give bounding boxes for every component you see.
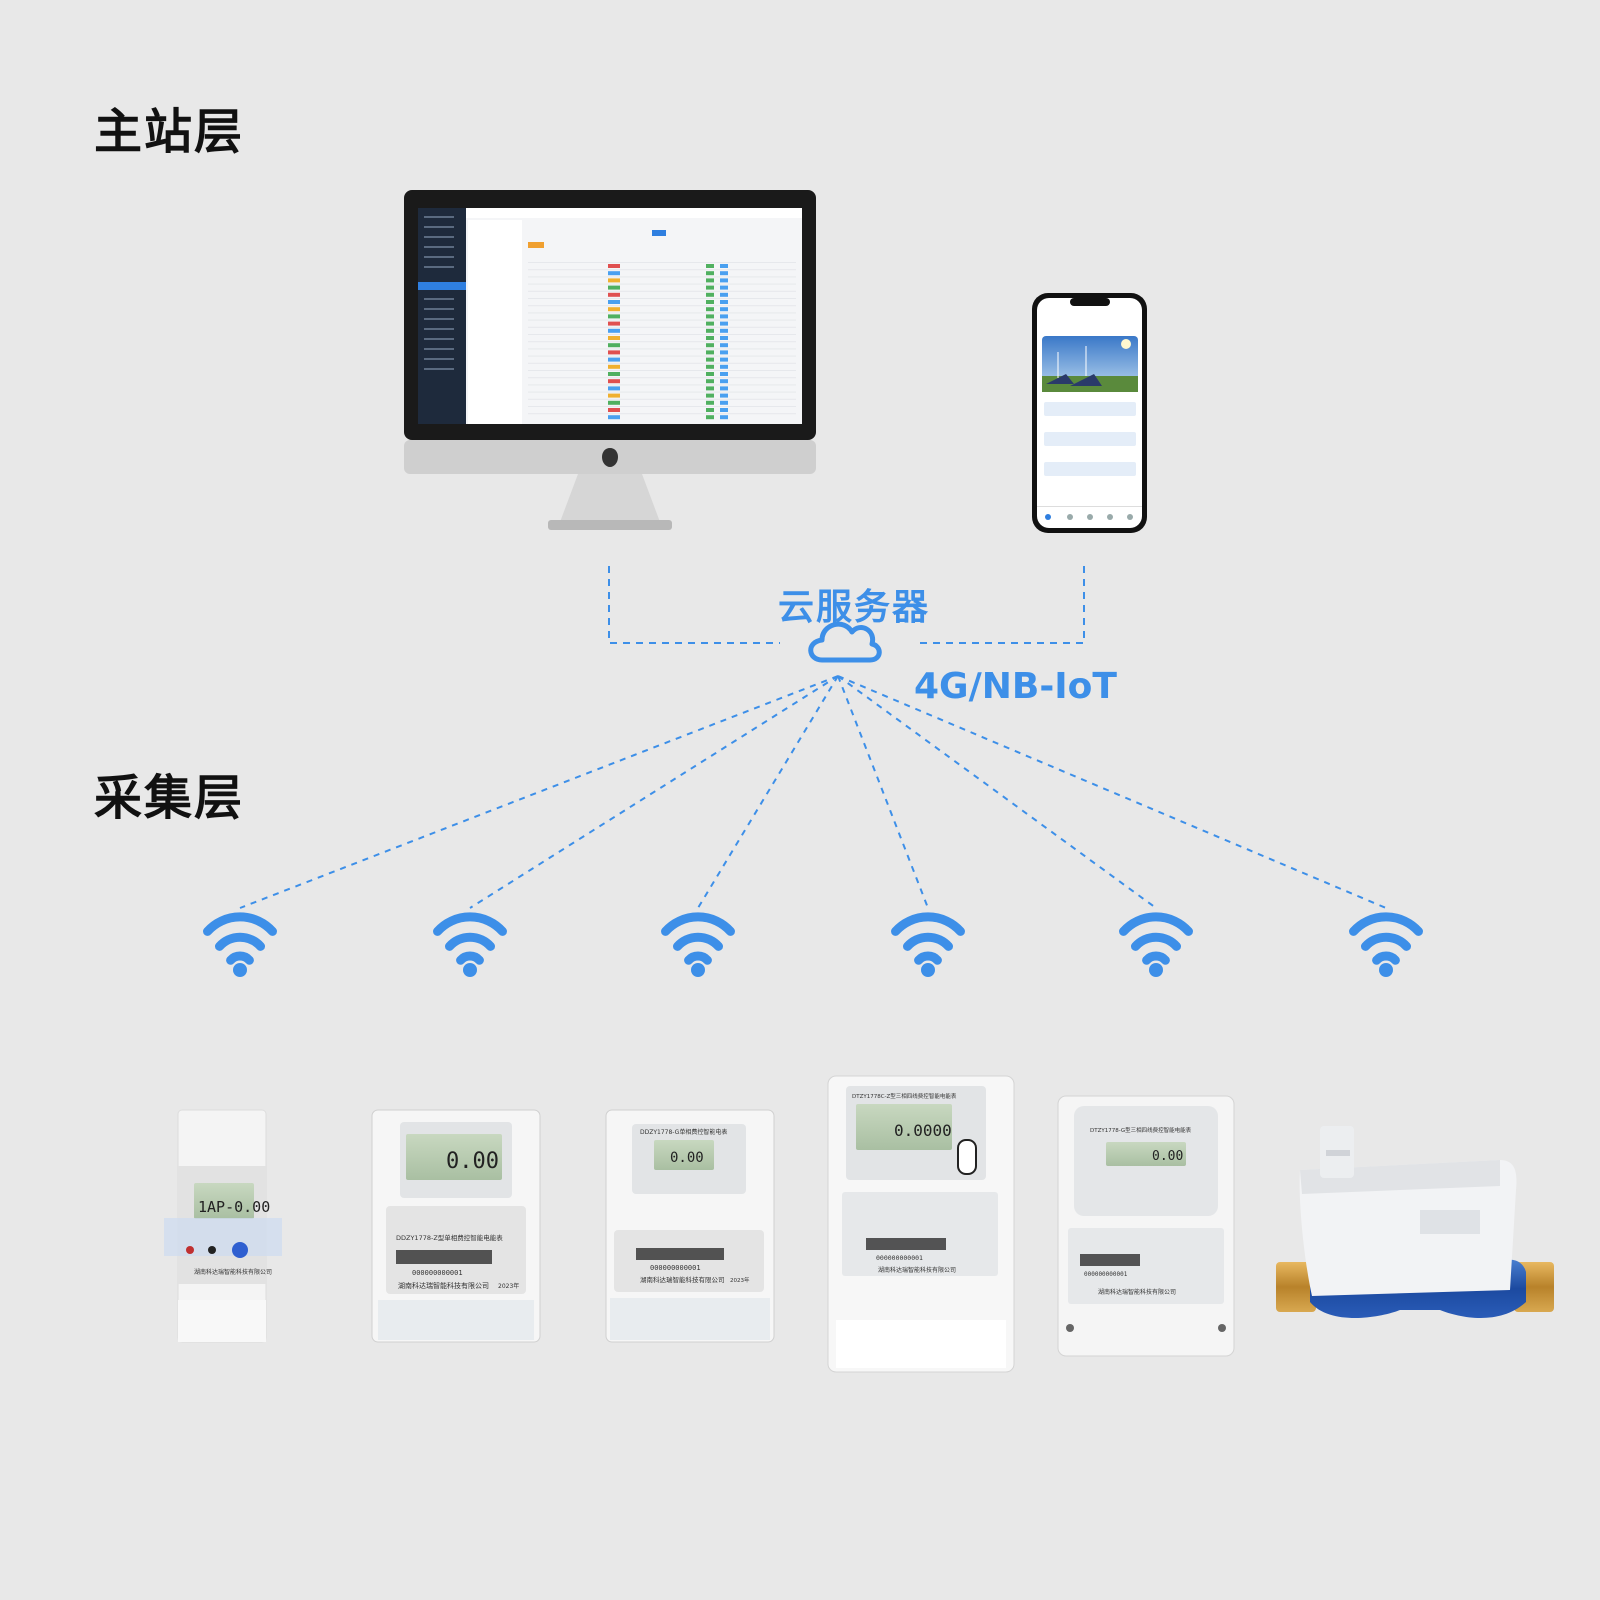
three-meter-1-brand: 湖南科达瑞智能科技有限公司	[878, 1266, 956, 1274]
single-meter-2-serial: 000000000001	[650, 1264, 701, 1272]
network-link	[837, 675, 1387, 909]
master-connector	[608, 566, 1085, 644]
network-link	[837, 675, 929, 909]
network-link	[837, 675, 1157, 909]
single-meter-2-model: DDZY1778-G单相费控智能电表	[640, 1128, 727, 1136]
wifi-icon	[203, 912, 277, 977]
smartphone-icon	[1032, 293, 1147, 533]
single-meter-1-year: 2023年	[498, 1282, 519, 1290]
three-meter-2-display: 0.00	[1152, 1149, 1183, 1164]
water-meter-icon	[1276, 1126, 1554, 1318]
three-meter-1-model: DTZY1778C-Z型三相四线费控智能电能表	[852, 1092, 957, 1100]
master-layer-title: 主站层	[94, 104, 245, 160]
single-meter-1-model: DDZY1778-Z型单相费控智能电能表	[396, 1233, 503, 1242]
network-link	[239, 675, 839, 909]
single-meter-1-display: 0.00	[446, 1149, 499, 1174]
network-label: 4G/NB-IoT	[914, 666, 1117, 707]
wifi-icon	[1119, 912, 1193, 977]
network-link	[697, 675, 839, 909]
single-phase-meter-icon: 0.00 DDZY1778-Z型单相费控智能电能表 000000000001 湖…	[371, 1109, 541, 1343]
wifi-icon	[891, 912, 965, 977]
single-meter-2-brand: 湖南科达瑞智能科技有限公司	[640, 1275, 725, 1284]
three-meter-2-serial: 000000000001	[1084, 1271, 1128, 1278]
three-phase-meter-icon: DTZY1778-G型三相四线费控智能电能表 0.00 000000000001…	[1057, 1095, 1235, 1357]
collect-layer-title: 采集层	[94, 770, 245, 826]
cloud-icon	[808, 621, 882, 663]
cloud-server-label: 云服务器	[778, 587, 931, 628]
din-meter-brand: 湖南科达瑞智能科技有限公司	[194, 1268, 272, 1276]
single-meter-2-display: 0.00	[670, 1150, 704, 1166]
wifi-icon	[661, 912, 735, 977]
din-meter-display: 1AP-0.00	[198, 1198, 270, 1216]
wifi-icon	[433, 912, 507, 977]
wifi-icon	[1349, 912, 1423, 977]
single-meter-2-year: 2023年	[730, 1276, 750, 1284]
three-meter-1-display: 0.0000	[894, 1121, 952, 1140]
single-meter-1-brand: 湖南科达瑞智能科技有限公司	[398, 1281, 489, 1290]
single-phase-meter-icon: 0.00 DDZY1778-G单相费控智能电表 000000000001 湖南科…	[605, 1109, 775, 1343]
three-phase-meter-icon: DTZY1778C-Z型三相四线费控智能电能表 0.0000 000000000…	[827, 1075, 1015, 1373]
network-link	[469, 675, 839, 909]
three-meter-2-brand: 湖南科达瑞智能科技有限公司	[1098, 1288, 1176, 1296]
din-rail-meter-icon: 1AP-0.00 湖南科达瑞智能科技有限公司	[164, 1109, 282, 1343]
imac-icon	[404, 190, 816, 530]
three-meter-2-model: DTZY1778-G型三相四线费控智能电能表	[1090, 1126, 1192, 1134]
three-meter-1-serial: 000000000001	[876, 1254, 923, 1262]
single-meter-1-serial: 000000000001	[412, 1269, 463, 1277]
